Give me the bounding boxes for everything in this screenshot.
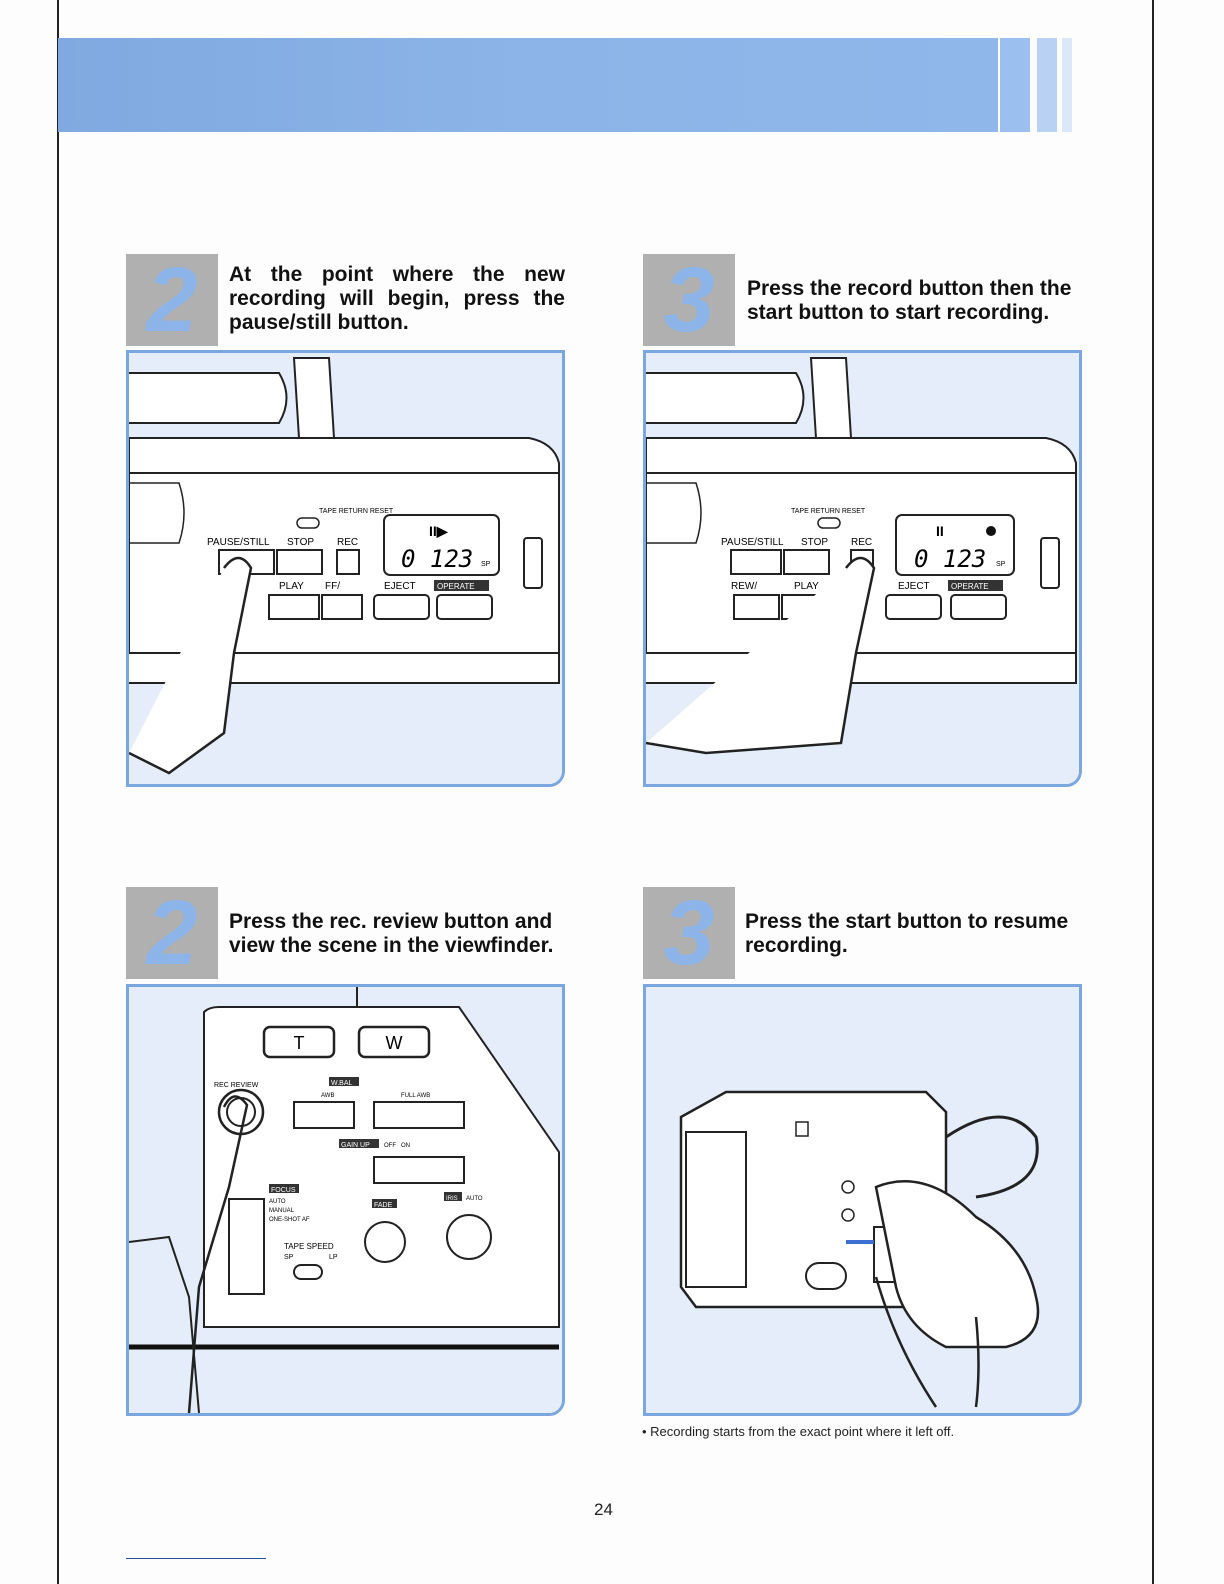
iris-auto-label: AUTO — [466, 1196, 483, 1202]
banner-strip — [1000, 38, 1030, 132]
illustration-pause-still: TAPE RETURN RESET PAUSE/STILL STOP REC I… — [126, 350, 565, 787]
step-number: 2 — [126, 254, 218, 346]
sp-indicator: SP — [481, 561, 491, 568]
fade-button[interactable] — [364, 1221, 406, 1263]
play-label: PLAY — [279, 581, 304, 592]
iris-dial[interactable] — [446, 1214, 492, 1260]
step-instruction: Press the start button to resume recordi… — [745, 910, 1069, 957]
ff-label: FF/ — [325, 581, 340, 592]
zoom-wide-button[interactable] — [357, 1025, 431, 1059]
eject-button[interactable] — [373, 594, 430, 620]
iris-label: IRIS — [446, 1196, 458, 1202]
stop-button[interactable] — [783, 549, 830, 575]
w-bal-switch-a[interactable] — [293, 1101, 355, 1129]
focus-switch[interactable] — [228, 1198, 265, 1295]
zoom-tele-button[interactable] — [262, 1025, 336, 1059]
zoom-wide-label: W — [386, 1033, 403, 1053]
pause-still-button[interactable] — [730, 549, 782, 575]
w-bal-switch-b[interactable] — [373, 1101, 465, 1129]
operate-button[interactable] — [950, 594, 1007, 620]
illustration-start-button — [643, 984, 1082, 1416]
step-number: 3 — [643, 254, 735, 346]
rew-button[interactable] — [733, 594, 780, 620]
focus-label: FOCUS — [271, 1187, 296, 1194]
finger-hand — [187, 1095, 249, 1413]
page-number: 24 — [594, 1500, 613, 1519]
illustration-record-button: TAPE RETURN RESET PAUSE/STILL STOP REC I… — [643, 350, 1082, 787]
tape-speed-switch[interactable] — [293, 1264, 323, 1280]
tape-return-reset-label: TAPE RETURN RESET — [319, 508, 394, 515]
lcd-display — [895, 514, 1015, 576]
play-label: PLAY — [794, 581, 819, 592]
step-instruction: Press the record button then the start b… — [747, 277, 1072, 324]
camera-drawing — [646, 987, 1079, 1413]
banner-strip — [1037, 38, 1057, 132]
illustration-rec-review: T W REC REVIEW W.BAL AWB FULL AWB GAIN U… — [126, 984, 565, 1416]
tape-speed-label: TAPE SPEED — [284, 1242, 334, 1251]
footer-rule — [126, 1558, 266, 1559]
tape-return-reset-label: TAPE RETURN RESET — [791, 508, 866, 515]
hand — [874, 1180, 1040, 1349]
camera-control-drawing: T W REC REVIEW W.BAL AWB FULL AWB GAIN U… — [129, 987, 562, 1413]
gain-on-label: ON — [401, 1143, 410, 1149]
operate-label: OPERATE — [437, 582, 475, 591]
footnote: • Recording starts from the exact point … — [642, 1424, 955, 1439]
gain-up-switch[interactable] — [373, 1156, 465, 1184]
full-awb-label: FULL AWB — [401, 1093, 430, 1099]
tape-return-button[interactable] — [817, 517, 841, 529]
eject-label: EJECT — [384, 581, 416, 592]
play-button[interactable] — [268, 594, 320, 620]
rec-review-label: REC REVIEW — [214, 1082, 259, 1089]
stop-label: STOP — [287, 537, 314, 548]
banner-strip — [1062, 38, 1072, 132]
tape-return-button[interactable] — [296, 517, 320, 529]
sp-indicator: SP — [996, 561, 1006, 568]
svg-text:II: II — [936, 523, 944, 539]
tape-speed-lp-label: LP — [329, 1254, 338, 1261]
pause-still-label: PAUSE/STILL — [207, 537, 270, 548]
fade-label: FADE — [374, 1202, 393, 1209]
page-edge-right — [1152, 0, 1154, 1584]
focus-manual-label: MANUAL — [269, 1208, 295, 1214]
gain-off-label: OFF — [384, 1143, 396, 1149]
operate-label: OPERATE — [951, 582, 989, 591]
header-banner — [58, 38, 998, 132]
finger-hand — [129, 556, 253, 775]
svg-text:II▶: II▶ — [429, 523, 449, 539]
w-bal-label: W.BAL — [331, 1080, 353, 1087]
rec-label: REC — [337, 537, 358, 548]
tape-counter: 0 123 — [914, 545, 986, 573]
step-instruction: At the point where the new recording wil… — [229, 263, 565, 334]
tape-counter: 0 123 — [401, 545, 473, 573]
stop-button[interactable] — [276, 549, 323, 575]
step-instruction: Press the rec. review button and view th… — [229, 910, 554, 957]
focus-one-shot-label: ONE-SHOT AF — [269, 1217, 310, 1223]
stop-label: STOP — [801, 537, 828, 548]
camera-control-drawing: TAPE RETURN RESET PAUSE/STILL STOP REC I… — [646, 353, 1079, 784]
gain-up-label: GAIN UP — [341, 1142, 370, 1149]
camera-control-drawing: TAPE RETURN RESET PAUSE/STILL STOP REC I… — [129, 353, 562, 784]
rew-label: REW/ — [731, 581, 757, 592]
eject-label: EJECT — [898, 581, 930, 592]
focus-auto-label: AUTO — [269, 1199, 286, 1205]
operate-button[interactable] — [436, 594, 493, 620]
page-edge-left — [57, 0, 59, 1584]
ff-button[interactable] — [321, 594, 363, 620]
step-number: 2 — [126, 887, 218, 979]
rec-button[interactable] — [336, 549, 360, 575]
step-number: 3 — [643, 887, 735, 979]
eject-button[interactable] — [885, 594, 942, 620]
awb-label: AWB — [321, 1093, 334, 1099]
rec-label: REC — [851, 537, 872, 548]
tape-speed-sp-label: SP — [284, 1254, 294, 1261]
zoom-tele-label: T — [294, 1033, 305, 1053]
lcd-display — [383, 514, 500, 576]
pause-still-label: PAUSE/STILL — [721, 537, 784, 548]
finger-hand — [646, 556, 876, 755]
